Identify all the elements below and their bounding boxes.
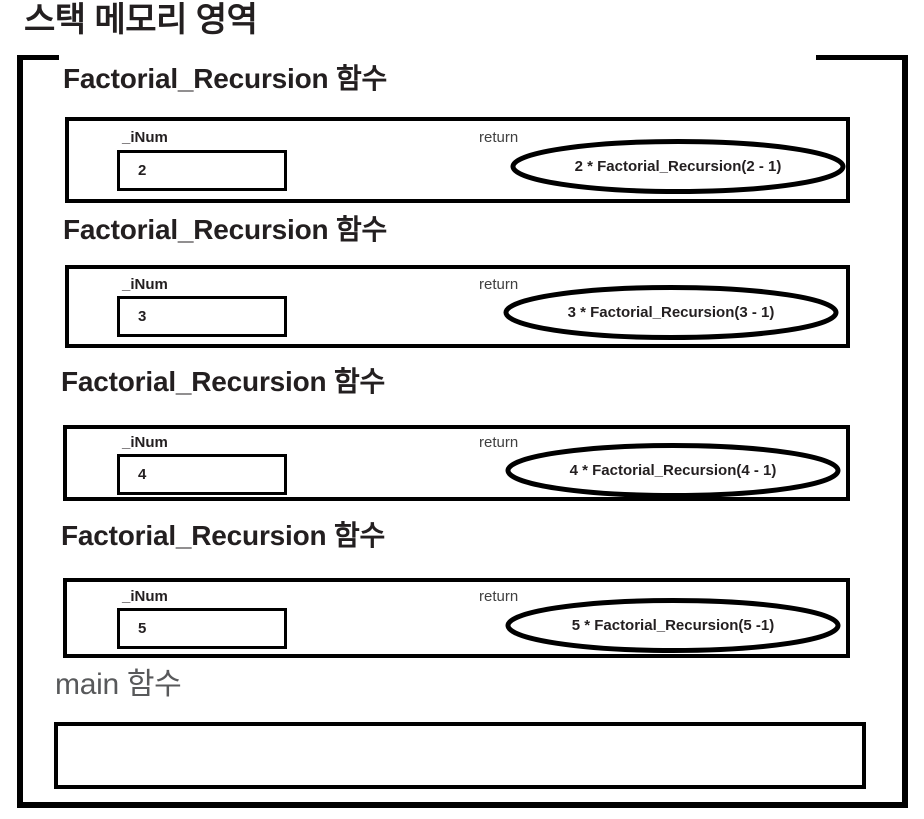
return-label: return — [479, 129, 519, 146]
param-label: _iNum — [122, 588, 168, 605]
main-frame-title: main 함수 — [55, 668, 182, 701]
frame-title: Factorial_Recursion 함수 — [61, 520, 386, 551]
return-label: return — [479, 434, 519, 451]
region-border-right — [902, 55, 908, 808]
param-value: 4 — [138, 465, 147, 483]
frame-title: Factorial_Recursion 함수 — [63, 63, 388, 94]
frame-body: _iNum 4 return 4 * Factorial_Recursion(4… — [63, 425, 850, 501]
return-expression-ellipse: 2 * Factorial_Recursion(2 - 1) — [510, 139, 846, 194]
param-value: 5 — [138, 619, 147, 637]
param-value-box[interactable]: 5 — [117, 608, 287, 649]
param-value-box[interactable]: 2 — [117, 150, 287, 191]
main-frame-body — [54, 722, 866, 789]
return-expression-ellipse: 3 * Factorial_Recursion(3 - 1) — [503, 285, 839, 340]
page-title: 스택 메모리 영역 — [24, 1, 258, 39]
stack-memory-region — [17, 55, 908, 808]
param-value: 2 — [138, 161, 147, 179]
param-label: _iNum — [122, 129, 168, 146]
param-label: _iNum — [122, 276, 168, 293]
frame-title: Factorial_Recursion 함수 — [61, 366, 386, 397]
return-label: return — [479, 276, 519, 293]
frame-body: _iNum 3 return 3 * Factorial_Recursion(3… — [65, 265, 850, 348]
region-border-top-left — [17, 55, 59, 60]
param-label: _iNum — [122, 434, 168, 451]
region-border-bottom — [17, 802, 908, 808]
region-border-top-right — [816, 55, 908, 60]
frame-title: Factorial_Recursion 함수 — [63, 214, 388, 245]
return-label: return — [479, 588, 519, 605]
param-value-box[interactable]: 3 — [117, 296, 287, 337]
param-value-box[interactable]: 4 — [117, 454, 287, 495]
frame-body: _iNum 5 return 5 * Factorial_Recursion(5… — [63, 578, 850, 658]
return-expression-ellipse: 4 * Factorial_Recursion(4 - 1) — [505, 443, 841, 498]
return-expression-ellipse: 5 * Factorial_Recursion(5 -1) — [505, 598, 841, 653]
region-border-left — [17, 55, 23, 808]
param-value: 3 — [138, 307, 147, 325]
frame-body: _iNum 2 return 2 * Factorial_Recursion(2… — [65, 117, 850, 203]
